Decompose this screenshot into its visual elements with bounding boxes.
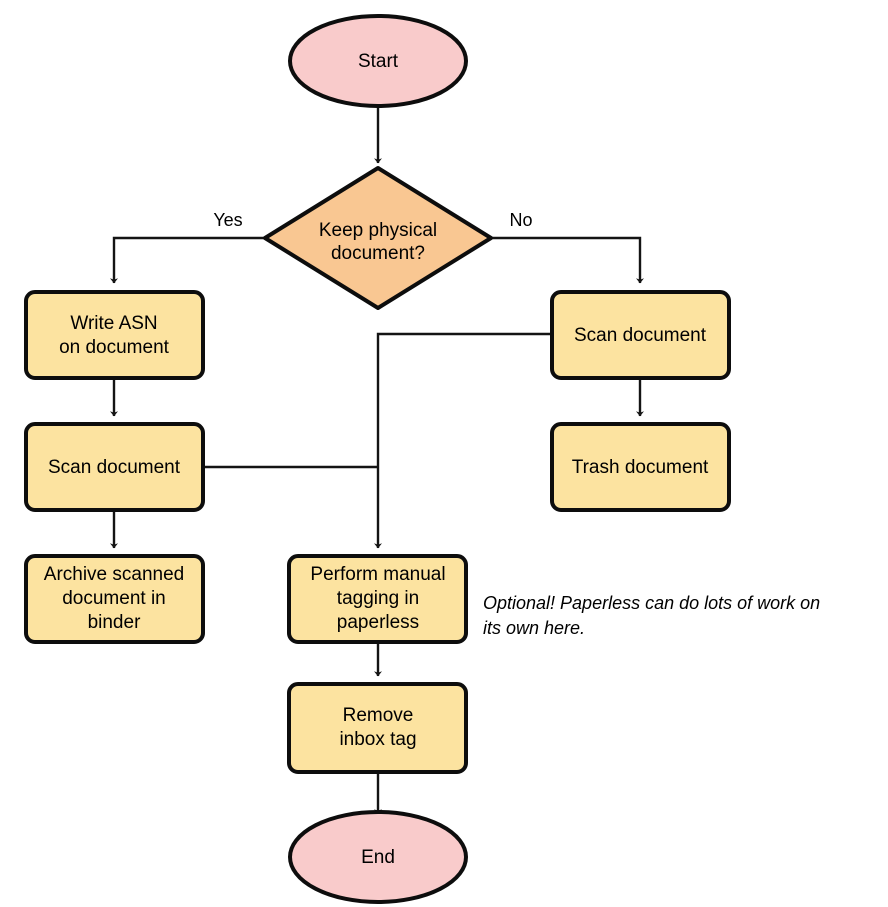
remove-inbox-label-line1: Remove [343, 705, 414, 726]
archive-label-line3: binder [88, 612, 141, 633]
tagging-label-line3: paperless [337, 612, 419, 633]
scan-document-left-label: Scan document [48, 457, 181, 478]
optional-note: Optional! Paperless can do lots of work … [483, 593, 820, 638]
scan-document-right-box-shape[interactable] [550, 290, 731, 380]
archive-box-shape[interactable] [24, 554, 205, 644]
node-decision-keep-physical-document[interactable]: Keep physical document? [263, 166, 493, 310]
end-ellipse-shape[interactable] [288, 810, 468, 904]
write-asn-label-line2: on document [59, 337, 170, 358]
node-remove-inbox-tag[interactable]: Remove inbox tag [287, 682, 468, 774]
archive-label-line1: Archive scanned [44, 564, 184, 585]
scan-document-right-label: Scan document [574, 325, 707, 346]
node-scan-document-left[interactable]: Scan document [24, 422, 205, 512]
scan-document-left-box-shape[interactable] [24, 422, 205, 512]
edge-decision-no-to-scan-right [491, 236, 644, 284]
decision-label-line1: Keep physical [319, 220, 437, 241]
start-label: Start [358, 51, 399, 72]
node-start[interactable]: Start [288, 14, 468, 108]
edge-scan-right-to-tagging [374, 332, 552, 549]
connectors-layer [110, 101, 644, 815]
edge-label-no: No [509, 210, 532, 230]
edge-label-yes: Yes [213, 210, 242, 230]
optional-note-line1: Optional! Paperless can do lots of work … [483, 593, 820, 613]
start-ellipse-shape[interactable] [288, 14, 468, 108]
trash-box-shape[interactable] [550, 422, 731, 512]
node-archive-scanned-document[interactable]: Archive scanned document in binder [24, 554, 205, 644]
archive-label-line2: document in [62, 588, 166, 609]
decision-diamond-shape[interactable] [263, 166, 493, 310]
tagging-box-shape[interactable] [287, 554, 468, 644]
decision-label-line2: document? [331, 243, 425, 264]
edge-labels-layer: Yes No [213, 210, 532, 230]
node-perform-manual-tagging[interactable]: Perform manual tagging in paperless [287, 554, 468, 644]
edge-decision-yes-to-write-asn [110, 236, 265, 284]
trash-label: Trash document [572, 457, 709, 478]
write-asn-box-shape[interactable] [24, 290, 205, 380]
node-end[interactable]: End [288, 810, 468, 904]
node-write-asn-on-document[interactable]: Write ASN on document [24, 290, 205, 380]
node-scan-document-right[interactable]: Scan document [550, 290, 731, 380]
remove-inbox-label-line2: inbox tag [339, 729, 416, 750]
write-asn-label-line1: Write ASN [70, 313, 157, 334]
remove-inbox-box-shape[interactable] [287, 682, 468, 774]
end-label: End [361, 847, 395, 868]
optional-note-line2: its own here. [483, 618, 585, 638]
node-trash-document[interactable]: Trash document [550, 422, 731, 512]
tagging-label-line2: tagging in [337, 588, 419, 609]
tagging-label-line1: Perform manual [310, 564, 445, 585]
